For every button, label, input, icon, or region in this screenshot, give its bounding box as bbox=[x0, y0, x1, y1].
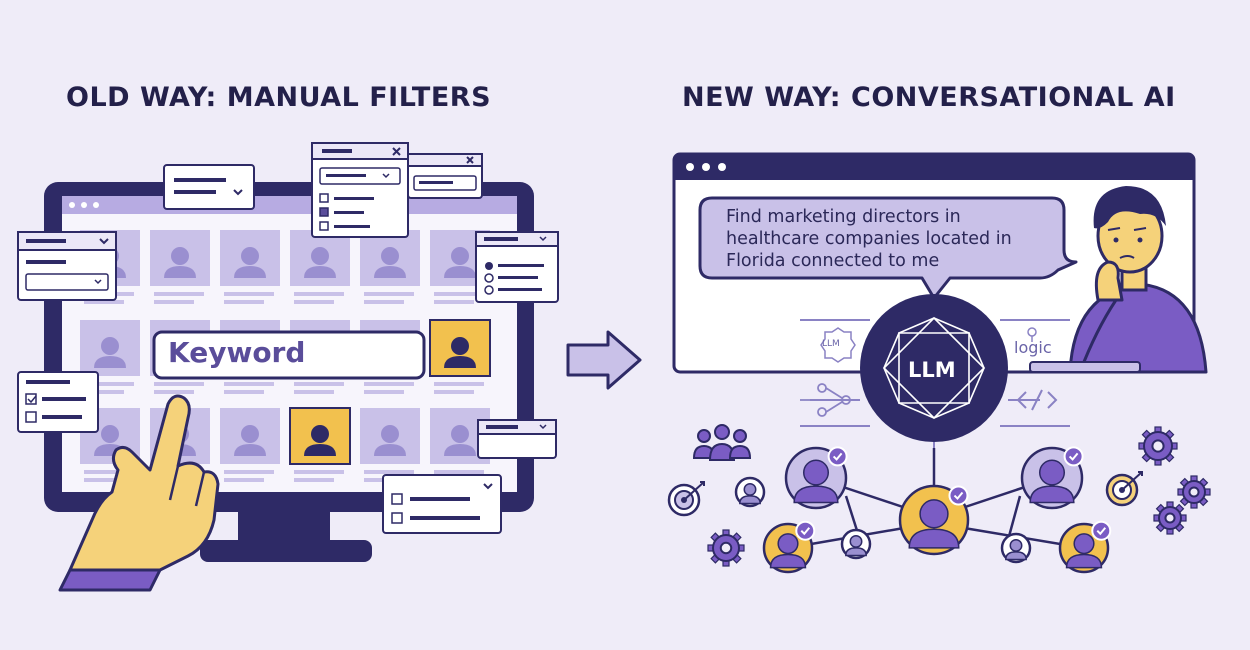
gear-icons bbox=[707, 426, 1211, 567]
arrow-right-icon bbox=[566, 330, 642, 390]
filter-popup-right-small[interactable] bbox=[477, 419, 557, 459]
query-speech-bubble bbox=[698, 196, 1078, 300]
gear-icon bbox=[1153, 501, 1187, 535]
profile-avatar bbox=[840, 528, 872, 560]
person-thinking-icon bbox=[1029, 186, 1208, 374]
network-nodes bbox=[734, 446, 1112, 574]
profile-card bbox=[360, 408, 420, 482]
gear-icon bbox=[707, 529, 745, 567]
filter-popup-checklist[interactable] bbox=[311, 142, 409, 238]
connector-lines bbox=[800, 298, 1070, 490]
query-line-2: healthcare companies located in bbox=[726, 229, 1012, 249]
new-way-heading: NEW WAY: CONVERSATIONAL AI bbox=[682, 82, 1176, 113]
logic-node-icon bbox=[1027, 327, 1037, 342]
filter-popup-radio[interactable] bbox=[475, 231, 559, 303]
filter-popup-left-checkbox[interactable] bbox=[17, 371, 99, 433]
profile-avatar bbox=[734, 476, 766, 508]
profile-avatar bbox=[784, 446, 848, 510]
logic-node-label: logic bbox=[1014, 338, 1052, 357]
profile-avatar bbox=[898, 484, 970, 556]
profile-card bbox=[360, 230, 420, 304]
filter-popup-bottom-right[interactable] bbox=[382, 474, 502, 534]
profile-card bbox=[150, 230, 210, 304]
code-icon bbox=[1016, 389, 1058, 411]
keyword-search-label: Keyword bbox=[168, 336, 306, 369]
profile-card bbox=[220, 230, 280, 304]
llm-node-label: LLM bbox=[822, 339, 840, 349]
profile-card bbox=[220, 408, 280, 482]
profile-card bbox=[289, 407, 351, 482]
llm-core-label: LLM bbox=[908, 358, 956, 382]
query-line-1: Find marketing directors in bbox=[726, 207, 961, 227]
profile-card bbox=[80, 320, 140, 394]
profile-avatar bbox=[1020, 446, 1084, 510]
old-way-heading: OLD WAY: MANUAL FILTERS bbox=[66, 82, 492, 113]
profile-avatar bbox=[1058, 520, 1112, 574]
llm-core-node bbox=[860, 294, 1008, 442]
filter-popup-left-dropdown[interactable] bbox=[17, 231, 117, 301]
profile-card bbox=[290, 230, 350, 304]
profile-card bbox=[429, 319, 491, 394]
flow-diagram-icon bbox=[800, 383, 851, 417]
keyword-search-box[interactable] bbox=[152, 330, 426, 380]
target-icon-left bbox=[667, 481, 705, 517]
pointing-hand-icon bbox=[58, 394, 220, 592]
gear-icon bbox=[1177, 475, 1211, 509]
filter-popup-top-right[interactable] bbox=[407, 153, 483, 199]
query-line-3: Florida connected to me bbox=[726, 251, 940, 271]
profile-avatar bbox=[762, 520, 816, 574]
llm-node-icon bbox=[820, 327, 856, 363]
profile-avatar bbox=[1000, 532, 1032, 564]
people-group-icon bbox=[692, 424, 752, 461]
gear-icon bbox=[1138, 426, 1178, 466]
query-text: Find marketing directors in healthcare c… bbox=[726, 206, 1066, 272]
target-icon-right bbox=[1105, 471, 1143, 507]
filter-popup-top-left[interactable] bbox=[163, 164, 255, 210]
